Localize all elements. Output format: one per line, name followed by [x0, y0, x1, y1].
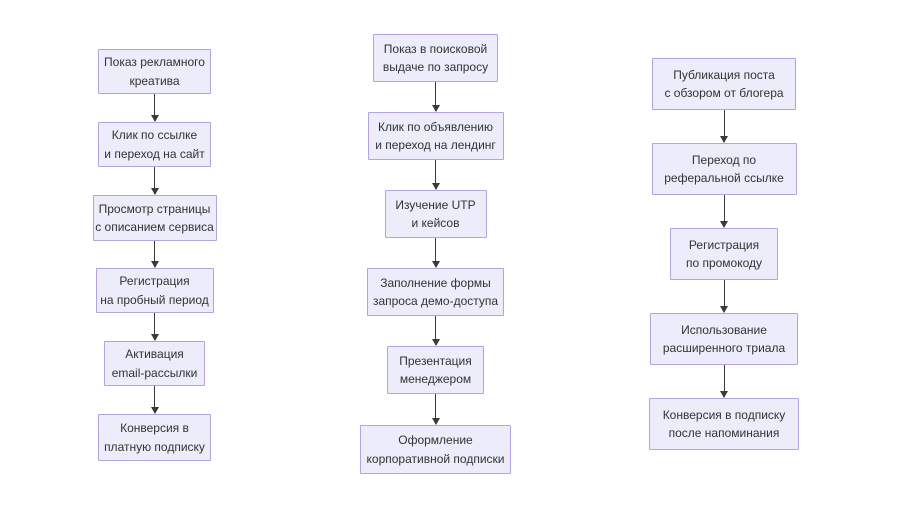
flow-node: Регистрация по промокоду — [670, 228, 778, 280]
flow-node: Публикация поста с обзором от блогера — [652, 58, 796, 110]
flow-node-label: Показ рекламного — [104, 55, 205, 69]
arrow-line — [435, 160, 436, 189]
flow-arrow — [649, 280, 799, 313]
flow-node-label: и переход на сайт — [104, 146, 205, 161]
flow-arrow — [360, 82, 511, 112]
flow-arrow — [92, 241, 217, 268]
flow-arrow — [92, 167, 217, 195]
arrowhead-icon — [150, 334, 159, 341]
flowchart-left: Показ рекламного креатива Клик по ссылке… — [92, 49, 217, 461]
flow-arrow — [649, 365, 799, 398]
arrowhead-icon — [431, 418, 440, 425]
arrow-line — [723, 195, 725, 227]
flow-node-label: выдаче по запросу — [382, 60, 489, 74]
flow-node: Просмотр страницы с описанием сервиса — [92, 195, 217, 241]
flow-node-label: платную подписку — [104, 439, 205, 454]
arrowhead-icon — [431, 183, 440, 190]
arrowhead-icon — [720, 221, 728, 228]
flow-node-label: менеджером — [399, 372, 472, 386]
flow-node-label: Просмотр страницы — [98, 201, 211, 216]
arrow-line — [154, 313, 155, 340]
flow-node-label: по промокоду — [685, 256, 763, 270]
arrowhead-icon — [150, 261, 159, 268]
flow-node: Активация email-рассылки — [104, 341, 205, 386]
flow-node-label: Публикация поста — [673, 67, 775, 82]
flow-node: Заполнение формы запроса демо-доступа — [367, 268, 504, 316]
flow-node: Презентация менеджером — [387, 346, 484, 394]
flow-node: Показ рекламного креатива — [98, 49, 211, 94]
flow-node-label: с обзором от блогера — [664, 86, 784, 100]
flow-node-label: с описанием сервиса — [95, 220, 214, 234]
flow-node-label: креатива — [129, 73, 180, 88]
arrowhead-icon — [431, 261, 440, 268]
flow-node-label: Оформление — [398, 433, 473, 447]
flow-arrow — [360, 160, 511, 190]
flow-node-label: запроса демо-доступа — [372, 294, 499, 308]
flow-node: Клик по объявлению и переход на лендинг — [367, 112, 504, 160]
arrow-line — [154, 94, 155, 121]
flow-node-label: Переход по — [691, 152, 757, 167]
arrow-line — [154, 167, 155, 194]
arrowhead-icon — [431, 105, 440, 112]
arrow-line — [723, 280, 725, 312]
flow-node-label: Презентация — [399, 353, 472, 368]
flow-arrow — [360, 316, 511, 346]
flow-node-label: корпоративной подписки — [366, 451, 505, 466]
arrow-line — [723, 110, 725, 142]
flow-node-label: Изучение UTP — [395, 197, 476, 212]
flow-node: Переход по реферальной ссылке — [651, 143, 797, 195]
flow-node-label: Клик по объявлению — [377, 119, 494, 134]
flow-node-label: реферальной ссылке — [664, 171, 784, 185]
flow-node: Изучение UTP и кейсов — [384, 190, 487, 238]
flowchart-right: Публикация поста с обзором от блогера Пе… — [649, 58, 799, 450]
arrow-line — [154, 386, 155, 413]
arrow-line — [435, 82, 436, 111]
flow-node: Оформление корпоративной подписки — [360, 425, 511, 474]
flow-node: Регистрация на пробный период — [95, 268, 214, 313]
flow-node: Конверсия в платную подписку — [98, 414, 211, 461]
flow-arrow — [649, 110, 799, 143]
flow-node-label: и переход на лендинг — [375, 138, 496, 152]
flow-node: Клик по ссылке и переход на сайт — [98, 122, 211, 167]
arrow-line — [435, 238, 436, 267]
flow-node-label: email-рассылки — [111, 365, 198, 380]
flow-node-label: Заполнение формы — [380, 275, 491, 290]
arrow-line — [723, 365, 725, 397]
flow-node-label: Регистрация — [688, 237, 760, 252]
arrowhead-icon — [150, 115, 159, 122]
flow-arrow — [649, 195, 799, 228]
flow-arrow — [360, 238, 511, 268]
flow-arrow — [92, 313, 217, 341]
flow-node: Показ в поисковой выдаче по запросу — [373, 34, 498, 82]
flow-node-label: Конверсия в подписку — [662, 407, 786, 422]
flow-node: Использование расширенного триала — [650, 313, 798, 365]
flow-node-label: Использование — [681, 322, 767, 337]
flow-arrow — [360, 394, 511, 425]
flow-node-label: Показ в поисковой — [383, 41, 488, 56]
flow-node-label: после напоминания — [668, 426, 780, 440]
flow-node-label: Активация — [125, 347, 184, 361]
arrow-line — [435, 316, 436, 345]
flow-node-label: Регистрация — [119, 274, 190, 288]
flow-node-label: Клик по ссылке — [111, 128, 198, 142]
arrowhead-icon — [720, 391, 728, 398]
flow-node-label: и кейсов — [411, 216, 460, 230]
arrow-line — [435, 394, 436, 424]
flow-arrow — [92, 386, 217, 414]
flowchart-middle: Показ в поисковой выдаче по запросу Клик… — [360, 34, 511, 474]
arrowhead-icon — [720, 306, 728, 313]
flow-node-label: Конверсия в — [120, 421, 189, 435]
flow-arrow — [92, 94, 217, 122]
arrowhead-icon — [431, 339, 440, 346]
arrowhead-icon — [150, 188, 159, 195]
flow-node-label: расширенного триала — [662, 341, 786, 355]
arrowhead-icon — [720, 136, 728, 143]
arrowhead-icon — [150, 407, 159, 414]
flow-node: Конверсия в подписку после напоминания — [649, 398, 799, 450]
arrow-line — [154, 241, 155, 267]
flow-node-label: на пробный период — [100, 292, 209, 307]
